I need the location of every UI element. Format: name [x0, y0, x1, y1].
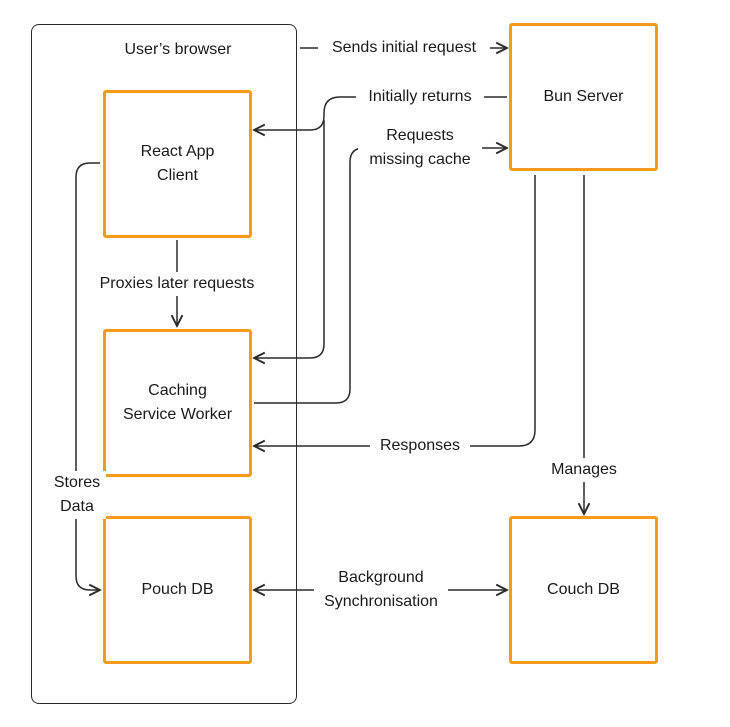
- users-browser-frame: [31, 24, 297, 704]
- bun-server-node: Bun Server: [509, 23, 658, 171]
- edge-label-stores-data: Stores Data: [48, 471, 106, 519]
- react-app-client-label: React App Client: [140, 143, 215, 184]
- edge-label-sends-initial: Sends initial request: [318, 36, 490, 60]
- edge-responses-line: [254, 175, 536, 446]
- caching-service-worker-label: Caching Service Worker: [122, 382, 233, 423]
- edge-stores-data-line: [75, 162, 100, 590]
- couch-db-node: Couch DB: [509, 516, 658, 664]
- edge-initially-returns-to-react: [254, 96, 507, 130]
- pouch-db-label: Pouch DB: [141, 581, 214, 598]
- edge-initially-returns-to-worker: [254, 120, 325, 358]
- edge-label-requests-missing: Requests missing cache: [358, 124, 482, 172]
- edge-label-proxies-later: Proxies later requests: [86, 272, 268, 296]
- caching-service-worker-node: Caching Service Worker: [103, 329, 252, 477]
- pouch-db-node: Pouch DB: [103, 516, 252, 664]
- bun-server-label: Bun Server: [543, 88, 624, 105]
- couch-db-label: Couch DB: [547, 581, 620, 598]
- browser-title: User’s browser: [124, 41, 232, 58]
- react-app-client-node: React App Client: [103, 90, 252, 238]
- edge-label-responses: Responses: [370, 434, 470, 458]
- edge-label-manages: Manages: [541, 458, 627, 482]
- edge-label-background-sync: Background Synchronisation: [314, 566, 448, 614]
- edge-requests-missing-line: [254, 148, 507, 404]
- edge-label-initially-returns: Initially returns: [356, 85, 484, 109]
